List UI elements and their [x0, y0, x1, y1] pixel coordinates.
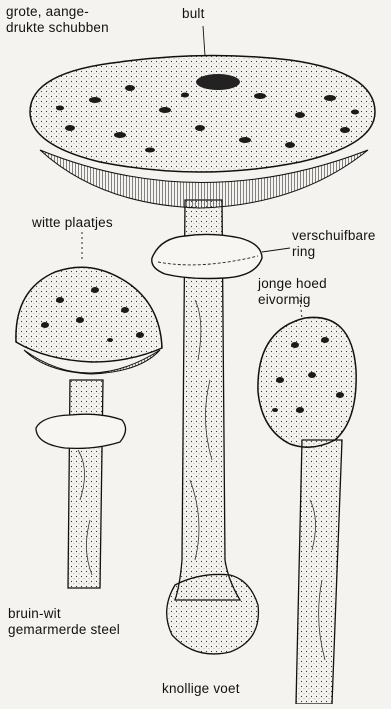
- label-ring-line2: ring: [292, 244, 376, 260]
- label-ring: verschuifbare ring: [292, 228, 376, 260]
- movable-ring: [152, 234, 262, 278]
- label-bulb: knollige voet: [162, 681, 240, 697]
- bulbous-base: [167, 574, 259, 654]
- left-ring: [36, 414, 126, 448]
- label-stem-line1: bruin-wit: [8, 606, 120, 622]
- mature-cap: [30, 55, 375, 172]
- label-young-cap-line2: eivormig: [258, 292, 327, 308]
- label-stem: bruin-wit gemarmerde steel: [8, 606, 120, 638]
- label-gills: witte plaatjes: [32, 215, 113, 231]
- young-mushroom-left: [16, 267, 162, 588]
- label-young-cap-line1: jonge hoed: [258, 276, 327, 292]
- young-mushroom-right: [258, 317, 356, 704]
- umbo-leader: [203, 26, 205, 56]
- umbo: [196, 74, 240, 90]
- label-scales: grote, aange- drukte schubben: [6, 4, 109, 36]
- label-stem-line2: gemarmerde steel: [8, 622, 120, 638]
- label-scales-line2: drukte schubben: [6, 20, 109, 36]
- label-young-cap: jonge hoed eivormig: [258, 276, 327, 308]
- left-stem: [68, 380, 103, 588]
- left-cap: [16, 267, 162, 362]
- label-scales-line1: grote, aange-: [6, 4, 109, 20]
- label-umbo: bult: [182, 6, 205, 22]
- right-stem: [296, 440, 342, 704]
- ring-leader: [262, 248, 290, 252]
- label-ring-line1: verschuifbare: [292, 228, 376, 244]
- egg-shaped-cap: [258, 317, 356, 447]
